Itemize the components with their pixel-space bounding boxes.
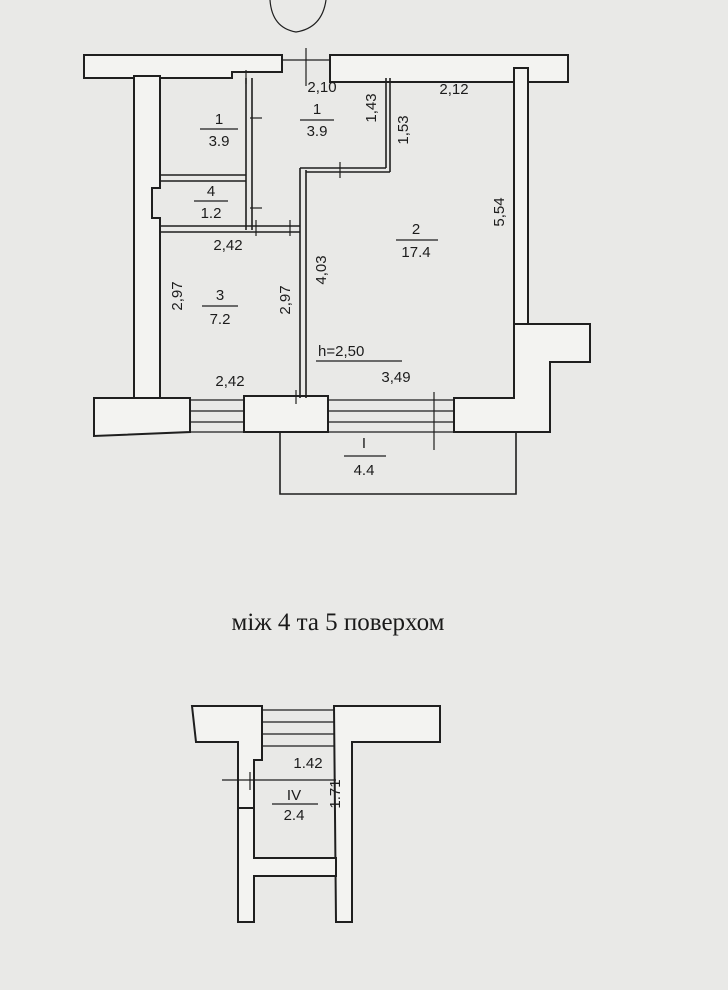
room-3-label: 3 7.2 [202, 287, 238, 328]
landing-bottom-wall [237, 807, 337, 923]
top-circle-fragment [269, 0, 327, 33]
dim-bedroom-left-height: 2,97 [169, 281, 186, 310]
top-wall-right [329, 54, 569, 83]
dim-living-notch: 1,53 [395, 115, 412, 144]
landing-number: IV [287, 787, 301, 804]
room-2-label: 2 17.4 [396, 221, 438, 261]
window-left [190, 399, 244, 433]
dim-ceiling-height: h=2,50 [318, 343, 364, 360]
dim-living-bottom-width: 3,49 [381, 369, 410, 386]
room-area: 1.2 [201, 205, 222, 222]
bottom-wall-left [93, 397, 191, 438]
room-number: 1 [313, 101, 321, 118]
dim-living-top-width: 2,12 [439, 81, 468, 98]
bottom-wall-middle [243, 395, 329, 433]
room-area: 3.9 [307, 123, 328, 140]
top-wall-left [83, 54, 283, 79]
left-exterior-wall [133, 75, 161, 399]
room-1-label: 1 3.9 [300, 101, 334, 140]
balcony-number: I [362, 435, 366, 452]
right-stepped-wall [453, 323, 591, 433]
balcony-outline [279, 432, 517, 495]
dim-hall-depth: 1,43 [363, 93, 380, 122]
room-number: 4 [207, 183, 215, 200]
partition-5-4 [160, 174, 246, 182]
dim-bedroom-right-height: 2,97 [277, 285, 294, 314]
window-right [328, 392, 454, 450]
right-exterior-wall [513, 67, 529, 327]
room-area: 17.4 [401, 244, 430, 261]
partition-5-hall [245, 78, 253, 230]
partition-3-2 [299, 168, 307, 398]
dim-bedroom-bottom-width: 2,42 [215, 373, 244, 390]
floor-caption: між 4 та 5 поверхом [232, 609, 445, 636]
landing-left-wall [190, 705, 263, 809]
landing-right-wall [332, 705, 441, 923]
dim-hall-width: 2,10 [307, 79, 336, 96]
landing-label: IV 2.4 [272, 787, 318, 824]
room-4-label: 4 1.2 [194, 183, 228, 222]
landing-stairs [262, 709, 334, 747]
dim-living-depth: 5,54 [491, 197, 508, 226]
room-number: 1 [215, 111, 223, 128]
partition-4-3 [160, 225, 300, 233]
room-number: 2 [412, 221, 420, 238]
partition-hall-2 [300, 78, 391, 173]
dim-bedroom-top-width: 2,42 [213, 237, 242, 254]
balcony-label: I 4.4 [344, 435, 386, 479]
dim-living-inner-height: 4,03 [313, 255, 330, 284]
room-area: 3.9 [209, 133, 230, 150]
landing-width: 1.42 [293, 755, 322, 772]
tick-marks [245, 70, 341, 404]
room-area: 7.2 [210, 311, 231, 328]
landing-area: 2.4 [284, 807, 305, 824]
room-5-label: 1 3.9 [200, 111, 238, 150]
room-number: 3 [216, 287, 224, 304]
ceiling-height-label: h=2,50 [316, 343, 402, 362]
balcony-area: 4.4 [354, 462, 375, 479]
landing-depth: 1.71 [327, 779, 344, 808]
